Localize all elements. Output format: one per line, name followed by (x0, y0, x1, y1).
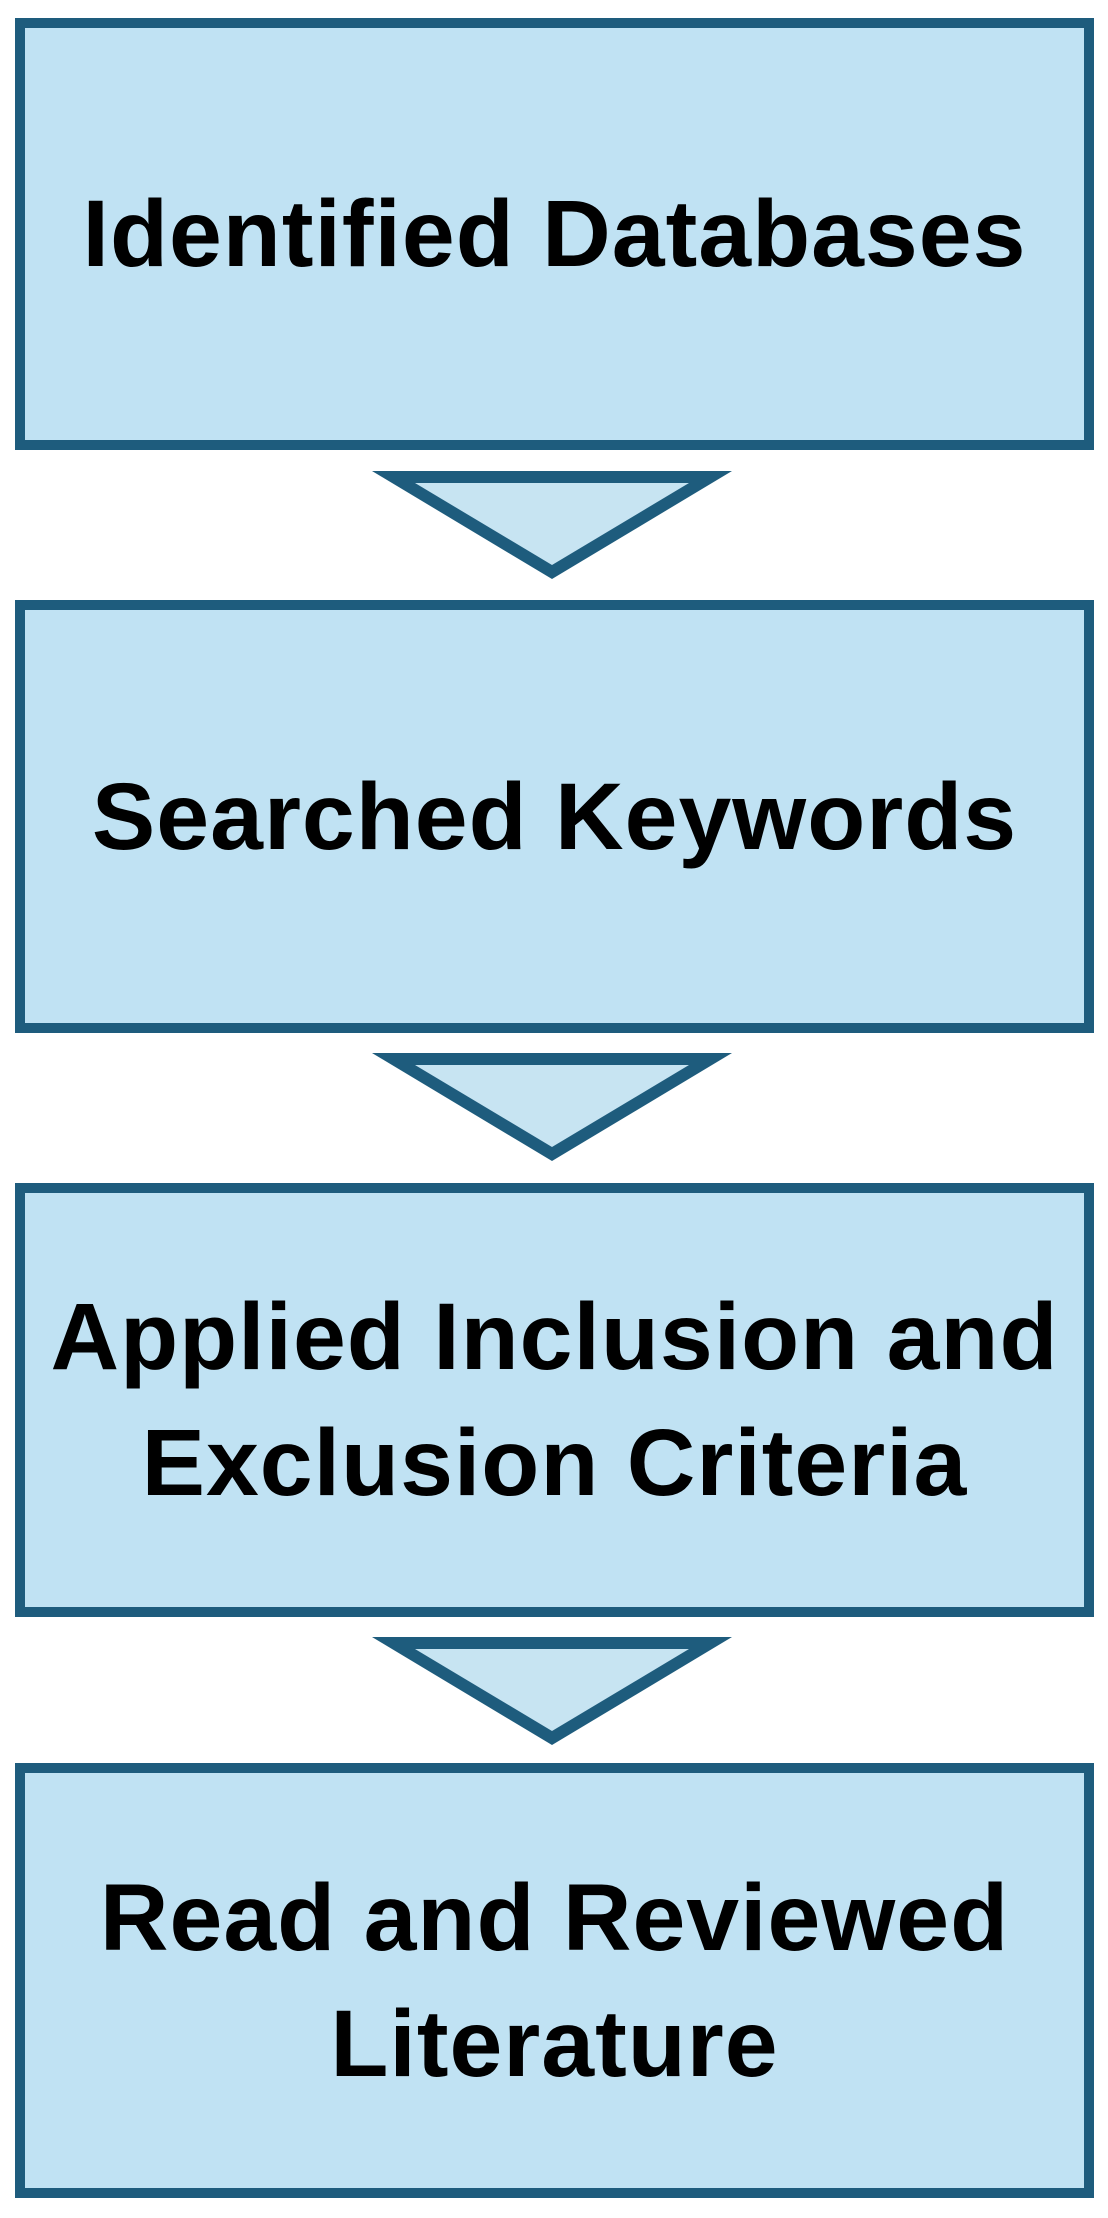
flow-step-searched-keywords: Searched Keywords (15, 600, 1094, 1033)
flow-step-read-reviewed-literature: Read and Reviewed Literature (15, 1763, 1094, 2198)
flow-step-label: Identified Databases (82, 181, 1027, 287)
flow-step-label: Applied Inclusion and Exclusion Criteria (50, 1284, 1059, 1516)
flow-step-label: Read and Reviewed Literature (99, 1864, 1010, 2097)
flow-step-identified-databases: Identified Databases (15, 18, 1094, 450)
flow-step-inclusion-exclusion-criteria: Applied Inclusion and Exclusion Criteria (15, 1183, 1094, 1617)
down-arrow-icon (372, 1053, 732, 1161)
flow-step-label: Searched Keywords (91, 763, 1018, 870)
down-arrow-icon (372, 1637, 732, 1745)
down-arrow-icon (372, 471, 732, 579)
